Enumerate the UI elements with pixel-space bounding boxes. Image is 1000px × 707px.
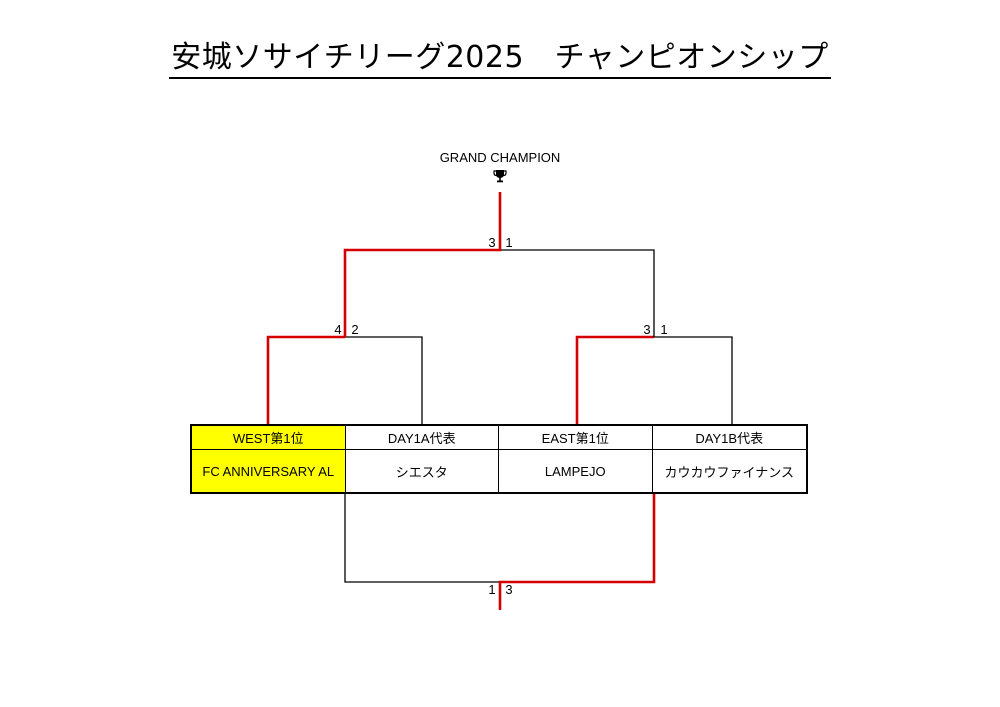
final-loser-line — [500, 249, 655, 337]
team-name-2: シエスタ — [346, 450, 499, 492]
third-loser-line — [344, 494, 500, 583]
trophy-icon — [493, 170, 507, 183]
final-winner-line — [343, 192, 502, 337]
semi-left-left-score: 4 — [334, 322, 342, 337]
third-right-score: 3 — [505, 582, 513, 597]
final-left-score: 3 — [488, 235, 496, 250]
team-seed-4: DAY1B代表 — [652, 426, 806, 450]
page-title: 安城ソサイチリーグ2025 チャンピオンシップ — [169, 40, 831, 79]
semi-right-loser-line — [654, 336, 733, 424]
semi-right-winner-line — [575, 335, 654, 424]
team-seed-3: EAST第1位 — [499, 426, 653, 450]
third-left-score: 1 — [488, 582, 496, 597]
team-seed-2: DAY1A代表 — [345, 426, 499, 450]
semi-right-left-score: 3 — [643, 322, 651, 337]
team-table: WEST第1位 DAY1A代表 EAST第1位 DAY1B代表 FC ANNIV… — [190, 424, 808, 494]
final-right-score: 1 — [505, 235, 513, 250]
team-seed-1: WEST第1位 — [192, 426, 346, 450]
semi-right-right-score: 1 — [660, 322, 668, 337]
grand-champion-label: GRAND CHAMPION — [439, 150, 561, 165]
team-name-3: LAMPEJO — [499, 450, 653, 492]
team-name-1: FC ANNIVERSARY AL — [192, 450, 346, 492]
semi-left-loser-line — [345, 336, 423, 424]
semi-left-winner-line — [266, 335, 345, 424]
page-title-wrap: 安城ソサイチリーグ2025 チャンピオンシップ — [0, 40, 1000, 79]
team-name-4: カウカウファイナンス — [664, 464, 794, 480]
semi-left-right-score: 2 — [351, 322, 359, 337]
third-winner-line — [498, 494, 656, 610]
